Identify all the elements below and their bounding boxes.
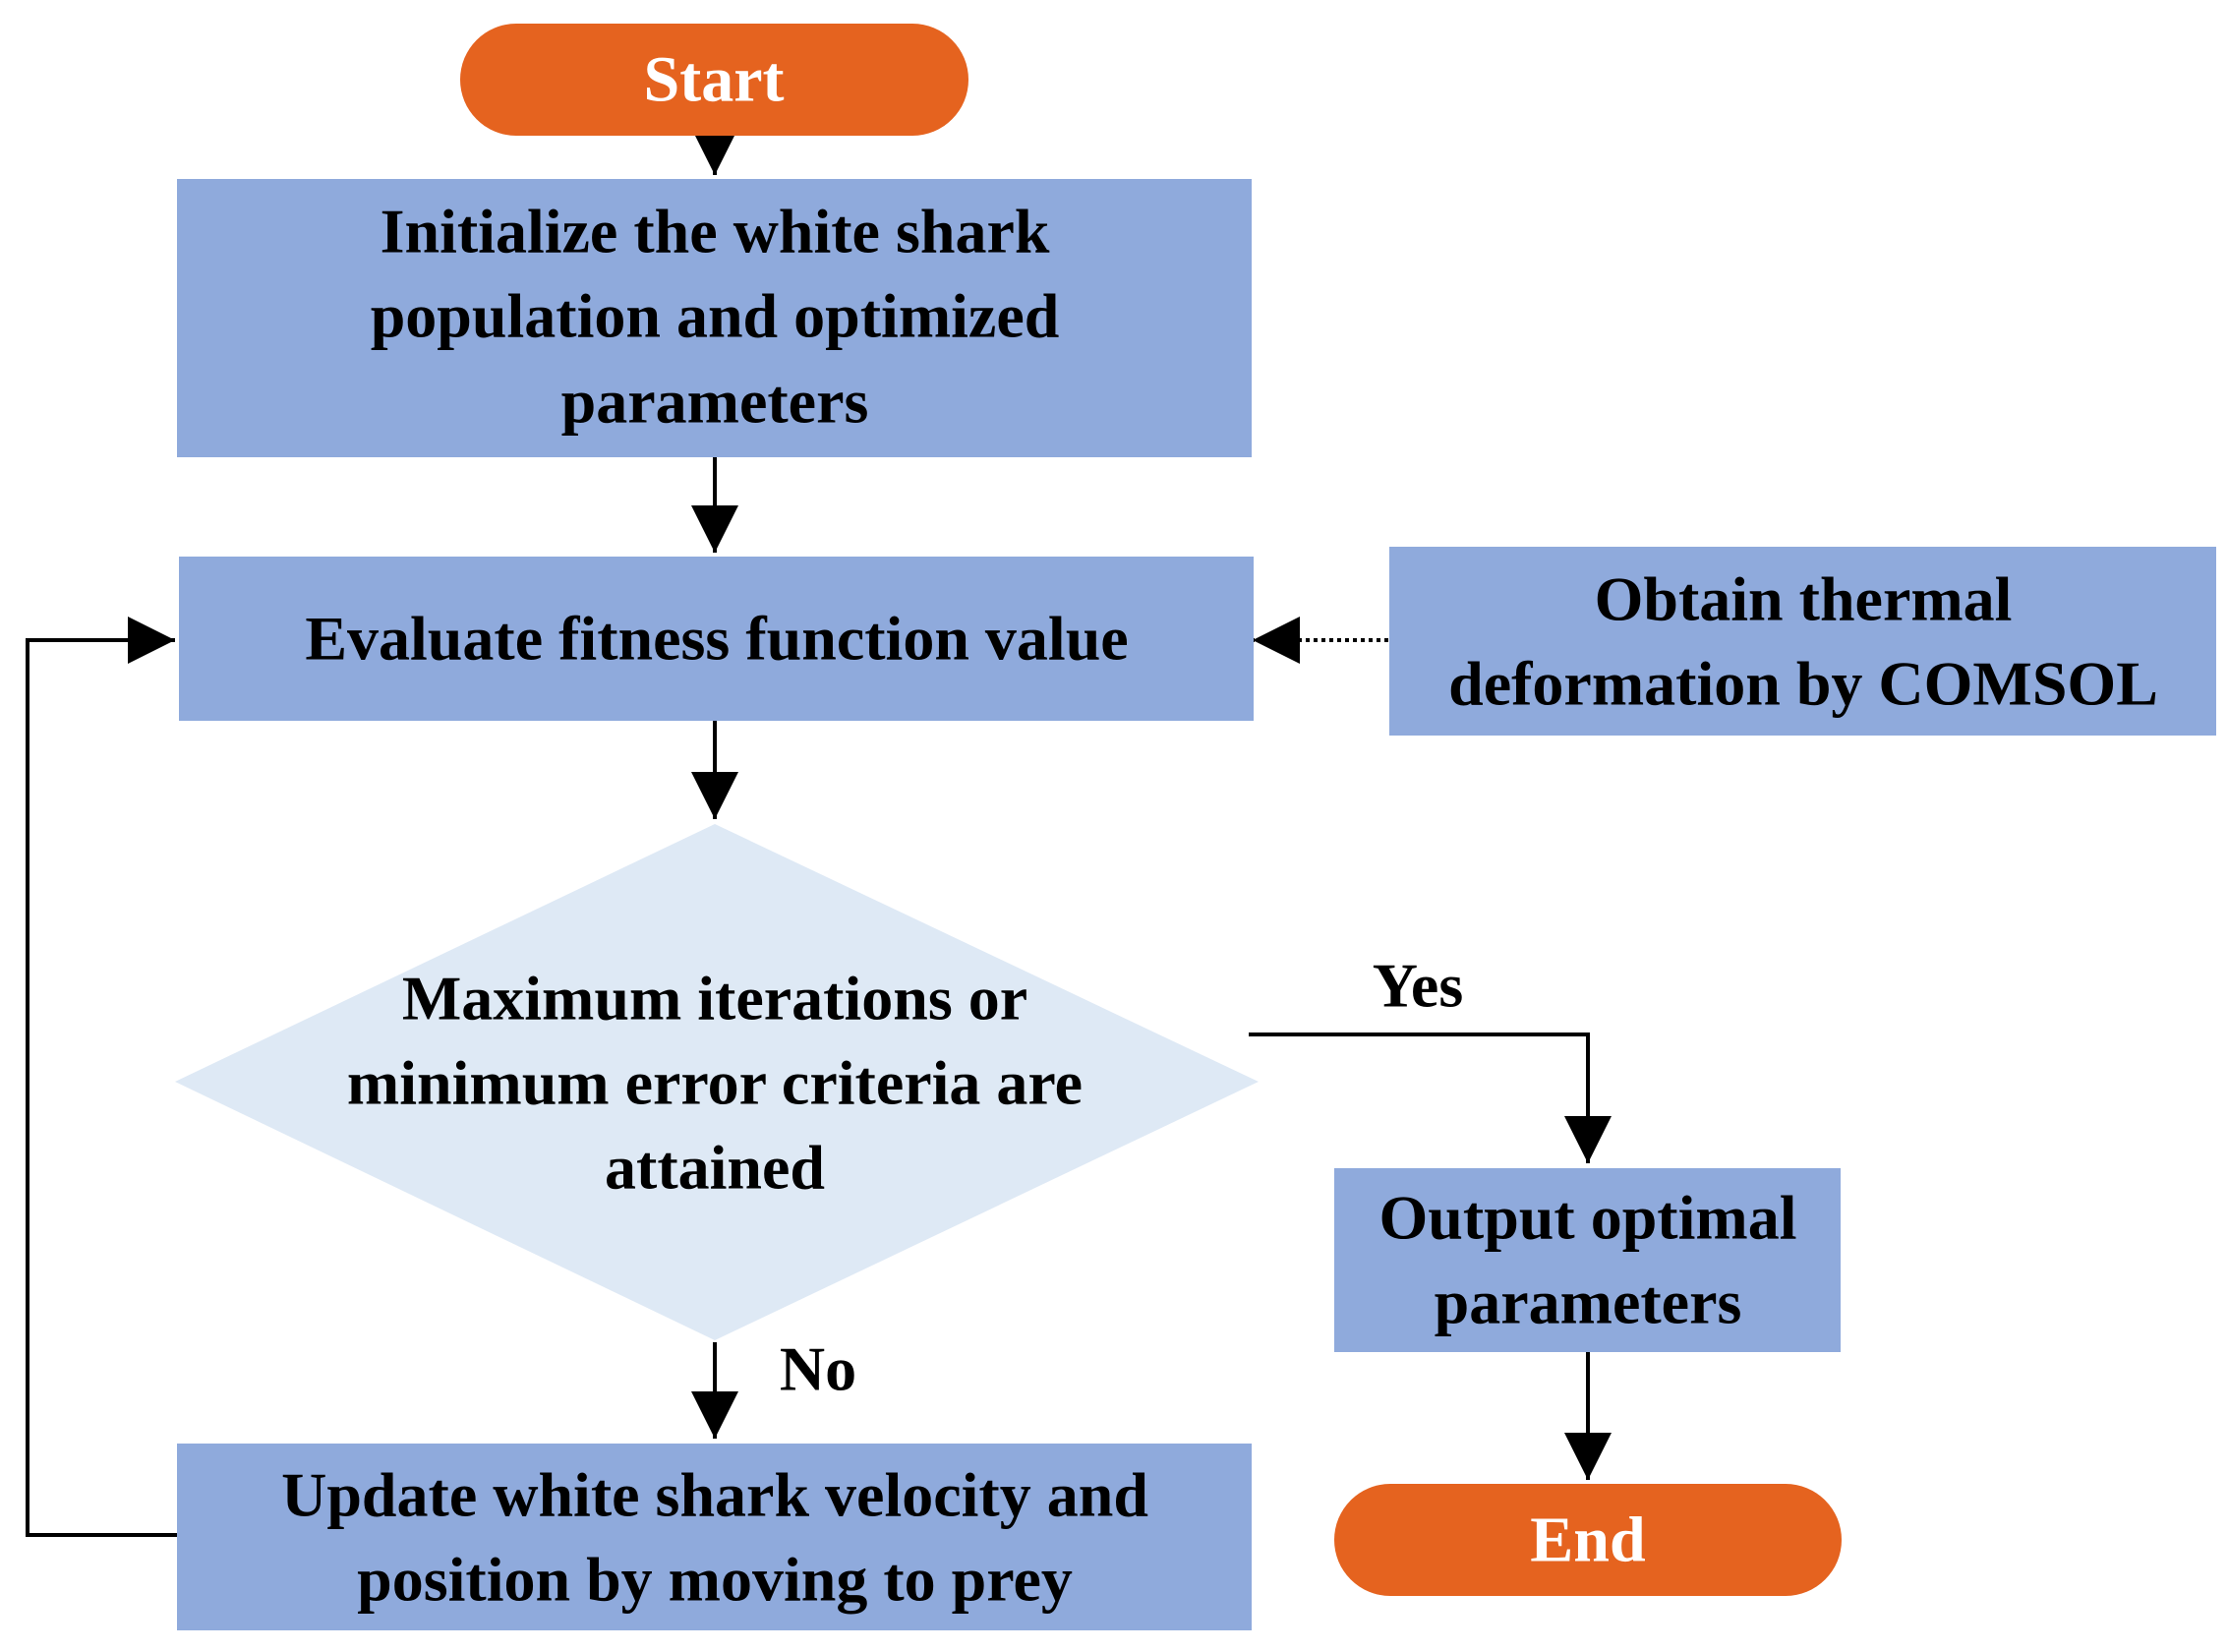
end-node: End (1334, 1484, 1842, 1596)
output-node: Output optimal parameters (1334, 1168, 1841, 1352)
evaluate-label: Evaluate fitness function value (305, 604, 1128, 674)
end-label: End (1530, 1504, 1645, 1576)
update-node: Update white shark velocity and position… (177, 1444, 1252, 1630)
start-node: Start (460, 24, 968, 136)
init-label-line-1: Initialize the white shark (381, 197, 1050, 266)
output-label-line-2: parameters (1435, 1268, 1742, 1337)
decision-shape (175, 824, 1259, 1340)
update-label-line-1: Update white shark velocity and (281, 1460, 1148, 1530)
comsol-label-line-2: deformation by COMSOL (1448, 649, 2158, 719)
comsol-shape (1389, 547, 2216, 736)
update-shape (177, 1444, 1252, 1630)
output-label-line-1: Output optimal (1379, 1183, 1797, 1253)
output-shape (1334, 1168, 1841, 1352)
arrow-update-loop-to-evaluate (26, 617, 177, 1537)
no-label: No (780, 1334, 856, 1404)
start-label: Start (644, 44, 785, 116)
init-node: Initialize the white shark population an… (177, 179, 1252, 457)
evaluate-shape (179, 557, 1254, 721)
decision-node: Maximum iterations or minimum error crit… (175, 824, 1259, 1340)
update-label-line-2: position by moving to prey (357, 1545, 1073, 1615)
init-shape (177, 179, 1252, 457)
end-shape (1334, 1484, 1842, 1596)
arrow-yes-to-output (1249, 1032, 1612, 1163)
yes-label: Yes (1373, 951, 1463, 1021)
comsol-label-line-1: Obtain thermal (1595, 564, 2013, 634)
decision-label-line-1: Maximum iterations or (402, 964, 1027, 1033)
evaluate-node: Evaluate fitness function value (179, 557, 1254, 721)
decision-label-line-2: minimum error criteria are (347, 1048, 1083, 1118)
init-label-line-3: parameters (561, 367, 869, 437)
init-label-line-2: population and optimized (371, 281, 1060, 351)
connectors (26, 128, 1612, 1537)
decision-label-line-3: attained (605, 1133, 825, 1203)
comsol-node: Obtain thermal deformation by COMSOL (1389, 547, 2216, 736)
start-shape (460, 24, 968, 136)
